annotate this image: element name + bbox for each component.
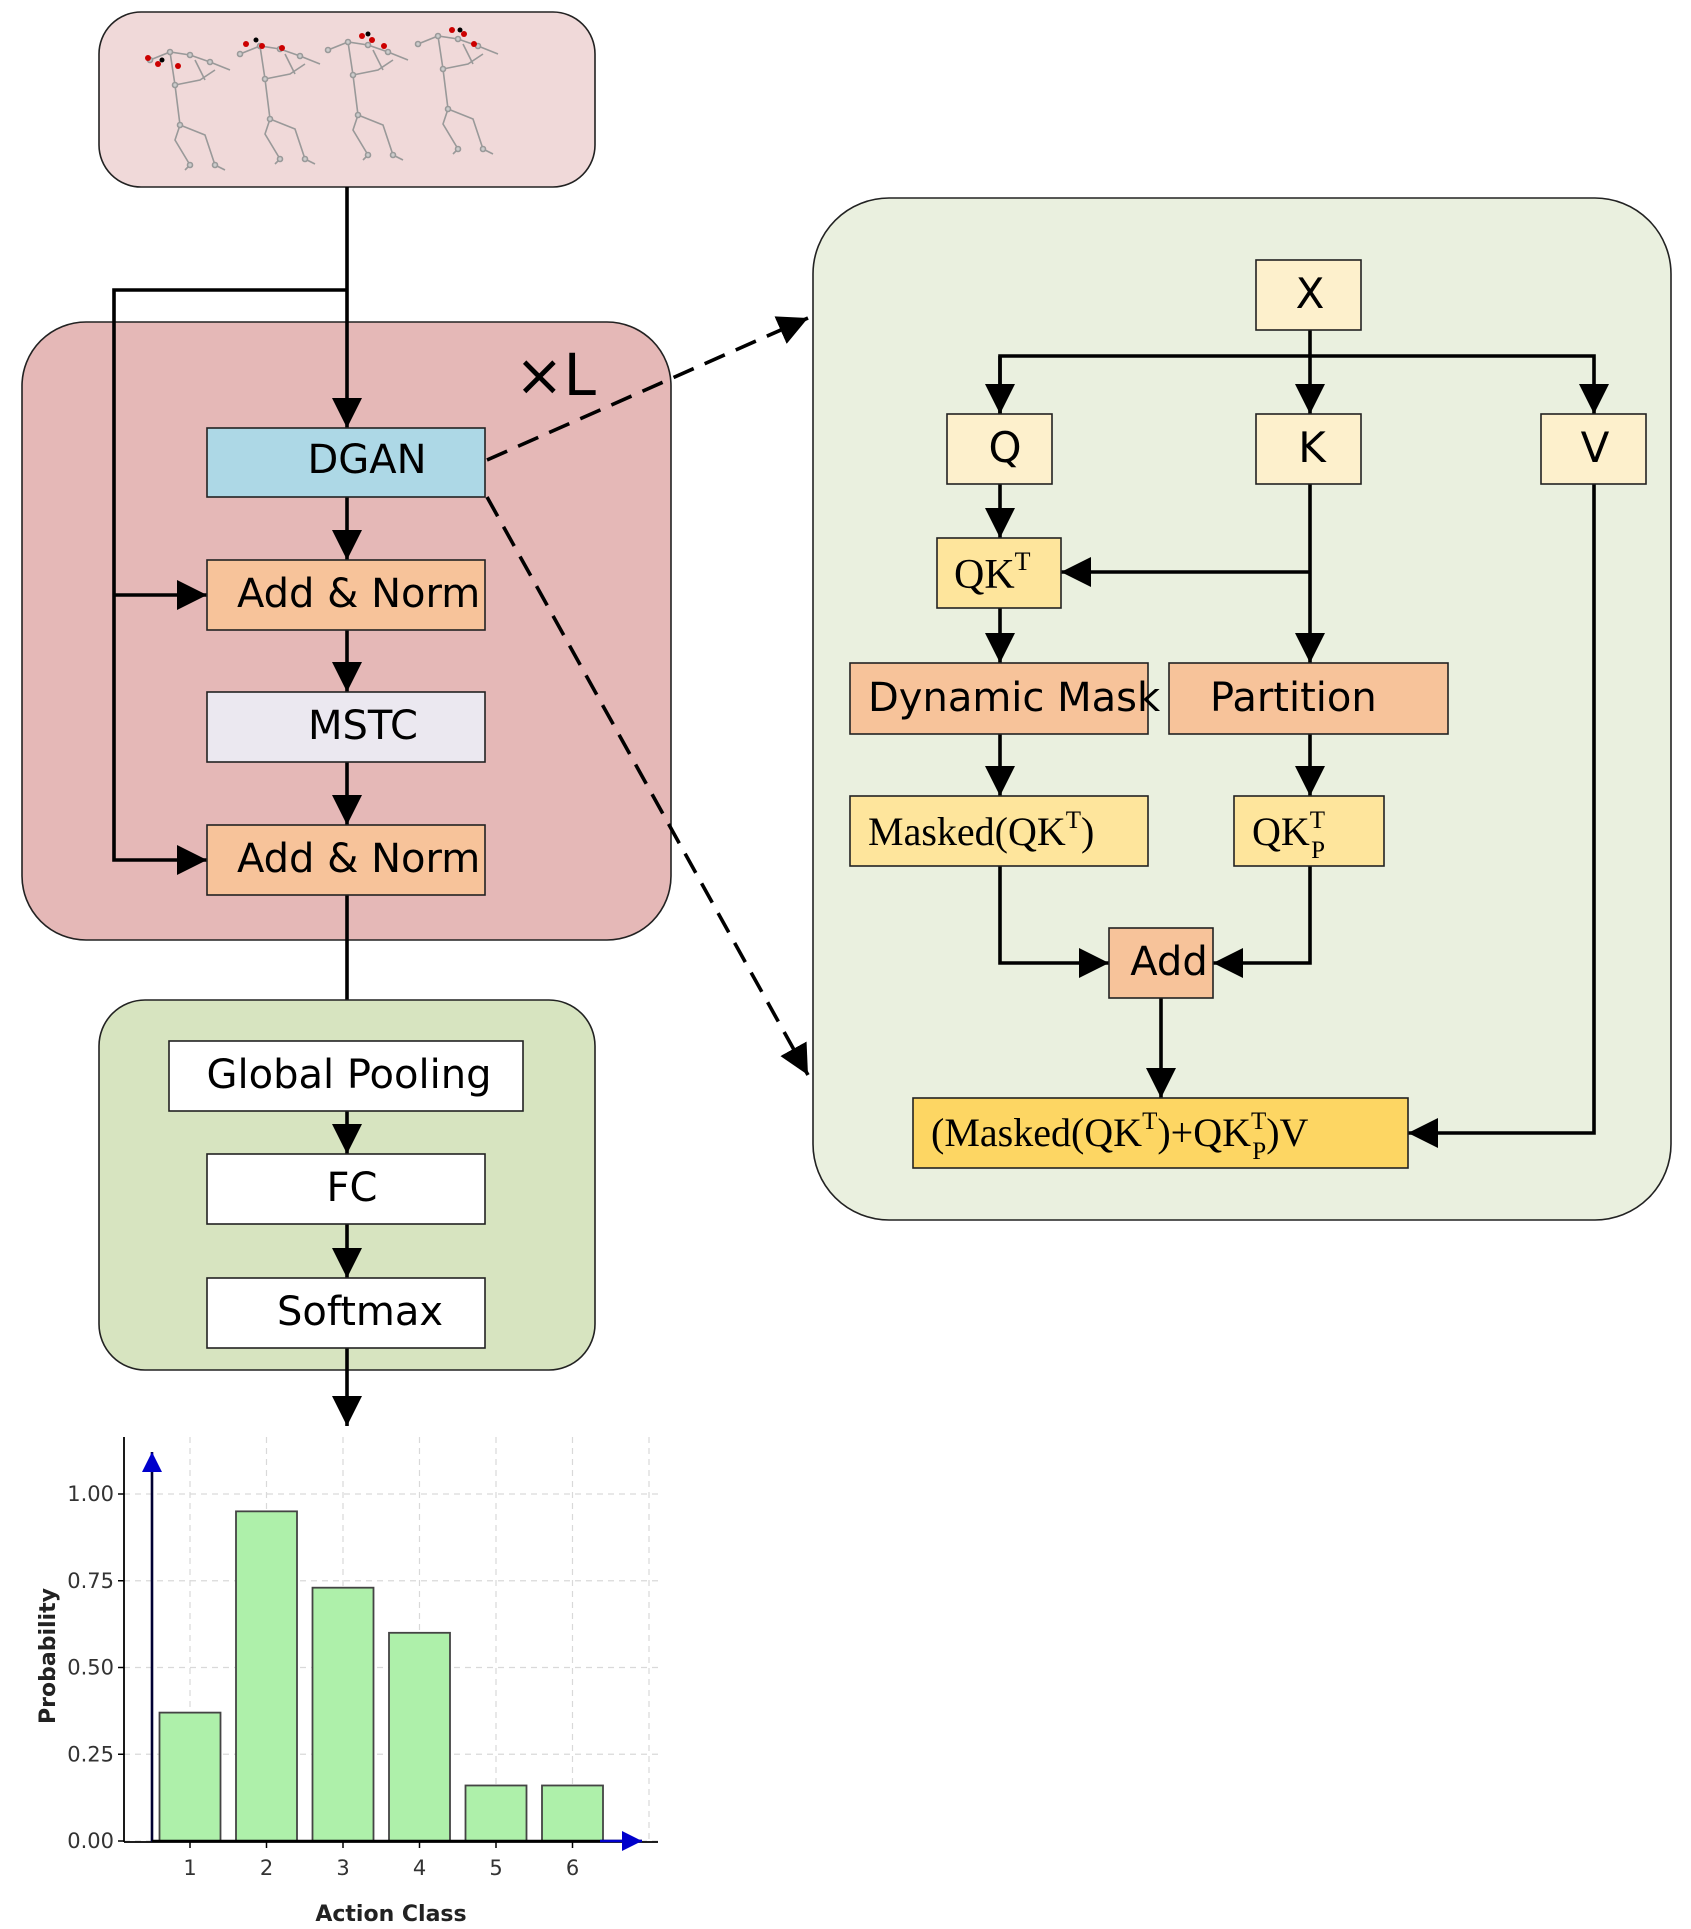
svg-text:QKT: QKT bbox=[954, 547, 1031, 598]
chart-xtick-label: 6 bbox=[566, 1856, 579, 1880]
zoom-connectors bbox=[485, 316, 810, 1076]
svg-text:Q: Q bbox=[988, 423, 1021, 472]
svg-text:MSTC: MSTC bbox=[308, 703, 418, 749]
chart-ytick-label: 0.25 bbox=[67, 1742, 114, 1766]
mstc-box: MSTC bbox=[206, 691, 486, 763]
chart-ytick-label: 0.50 bbox=[67, 1656, 114, 1680]
chart-xtick-label: 5 bbox=[489, 1856, 502, 1880]
chart-bar-6 bbox=[541, 1784, 604, 1842]
chart-bar-3 bbox=[311, 1586, 375, 1842]
svg-text:Add & Norm: Add & Norm bbox=[237, 571, 480, 617]
encoder-wires bbox=[112, 187, 362, 1041]
chart-ytick-label: 1.00 bbox=[67, 1482, 114, 1506]
svg-text:DGAN: DGAN bbox=[307, 437, 426, 483]
chart-ytick-label: 0.75 bbox=[67, 1569, 114, 1593]
qkt-box: QKT bbox=[936, 537, 1062, 609]
svg-text:Masked(QKT): Masked(QKT) bbox=[868, 807, 1094, 854]
svg-text:Dynamic Mask: Dynamic Mask bbox=[868, 675, 1161, 721]
chart-x-axis-title: Action Class bbox=[315, 1902, 466, 1927]
chart-y-axis-title: Probability bbox=[36, 1588, 61, 1724]
chart-xtick-label: 4 bbox=[413, 1856, 426, 1880]
add-box: Add bbox=[1108, 927, 1214, 999]
svg-text:X: X bbox=[1296, 269, 1325, 318]
chart-xtick-label: 1 bbox=[183, 1856, 196, 1880]
repeat-label: ×L bbox=[515, 341, 596, 409]
dynamic-mask-box: Dynamic Mask bbox=[849, 662, 1161, 735]
input-skeleton-panel bbox=[98, 11, 596, 188]
global-pooling-box: Global Pooling bbox=[168, 1040, 524, 1112]
masked-qkt-box: Masked(QKT) bbox=[849, 795, 1149, 867]
svg-text:Global Pooling: Global Pooling bbox=[207, 1052, 492, 1098]
svg-text:V: V bbox=[1581, 423, 1610, 472]
chart-bar-4 bbox=[388, 1631, 451, 1842]
chart-ytick-label: 0.00 bbox=[67, 1829, 114, 1853]
svg-text:Partition: Partition bbox=[1210, 675, 1377, 721]
svg-text:Softmax: Softmax bbox=[277, 1289, 443, 1335]
chart-bar-5 bbox=[464, 1784, 528, 1842]
skeleton-sequence-icon bbox=[145, 27, 499, 171]
chart-xtick-label: 2 bbox=[260, 1856, 273, 1880]
v-box: V bbox=[1540, 413, 1647, 485]
add-norm-box-1: Add & Norm bbox=[206, 559, 486, 631]
attention-wires bbox=[985, 330, 1609, 1148]
svg-text:Add & Norm: Add & Norm bbox=[237, 836, 480, 882]
dgan-box: DGAN bbox=[206, 427, 486, 498]
add-norm-box-2: Add & Norm bbox=[206, 824, 486, 896]
chart-bar-1 bbox=[158, 1711, 222, 1842]
q-box: Q bbox=[946, 413, 1053, 485]
svg-text:FC: FC bbox=[327, 1165, 378, 1211]
svg-text:Add: Add bbox=[1130, 939, 1207, 985]
k-box: K bbox=[1255, 413, 1362, 485]
fc-box: FC bbox=[206, 1153, 486, 1225]
x-box: X bbox=[1255, 259, 1362, 331]
partition-box: Partition bbox=[1168, 662, 1449, 735]
chart-xtick-label: 3 bbox=[336, 1856, 349, 1880]
chart-bar-2 bbox=[235, 1510, 298, 1842]
svg-text:K: K bbox=[1298, 423, 1327, 472]
softmax-box: Softmax bbox=[206, 1277, 486, 1349]
